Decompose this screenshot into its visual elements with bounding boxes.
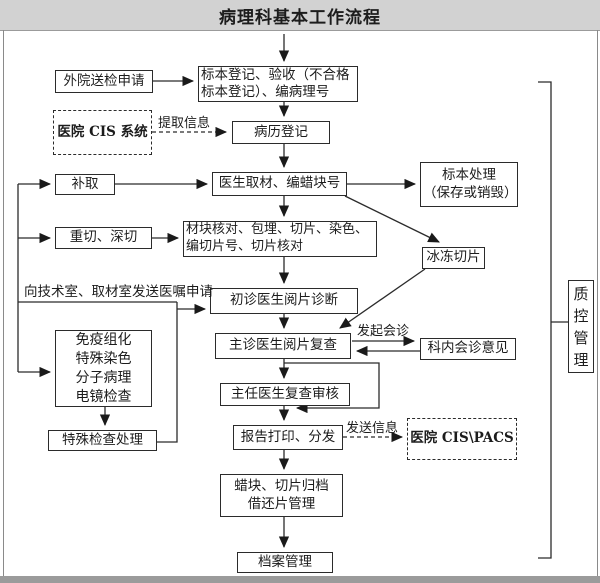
node-report-print: 报告打印、分发 [233,425,343,450]
node-recut: 重切、深切 [55,227,152,249]
node-specimen-handling: 标本处理 （保存或销毁） [420,162,518,207]
edge-attending-bypass-to-report [284,362,380,414]
label-start-consult: 发起会诊 [357,324,410,339]
node-hospital-cis-pacs: 医院 CIS\PACS [407,418,517,460]
edge-specialprocessing-return [157,302,178,443]
node-chief-review: 主任医生复查审核 [220,383,350,406]
label-send-order: 向技术室、取材室发送医嘱申请 [24,284,213,300]
edge-sampling-to-frozen [344,195,440,243]
frame-left-border [3,30,4,577]
node-qc-management: 质控管理 [568,280,594,373]
qc-bracket [538,81,552,559]
node-initial-diagnosis: 初诊医生阅片诊断 [210,288,358,314]
node-doctor-sampling: 医生取材、编蜡块号 [212,172,347,196]
node-archive-management: 档案管理 [237,552,333,573]
frame-bottom-border [0,576,600,583]
node-block-check: 材块核对、包埋、切片、染色、 编切片号、切片核对 [183,221,377,257]
frame-right-border [597,30,598,577]
node-dept-consultation: 科内会诊意见 [420,338,516,360]
page-title: 病理科基本工作流程 [219,7,381,28]
node-archive-slides: 蜡块、切片归档 借还片管理 [220,474,343,517]
edge-frozen-to-attending [339,268,426,329]
diagram-title-bar: 病理科基本工作流程 [0,0,600,31]
node-specimen-register: 标本登记、验收（不合格 标本登记）、编病理号 [198,66,358,102]
node-frozen-section: 冰冻切片 [422,247,485,269]
node-attending-review: 主诊医生阅片复查 [215,333,351,359]
node-external-request: 外院送检申请 [55,70,153,93]
node-special-tests: 免疫组化 特殊染色 分子病理 电镜检查 [55,330,152,407]
label-send-info: 发送信息 [346,421,399,436]
label-extract-info: 提取信息 [158,116,211,131]
node-special-processing: 特殊检查处理 [48,430,157,451]
node-case-register: 病历登记 [232,121,330,144]
node-retake: 补取 [55,174,115,195]
node-hospital-cis: 医院 CIS 系统 [53,110,152,155]
